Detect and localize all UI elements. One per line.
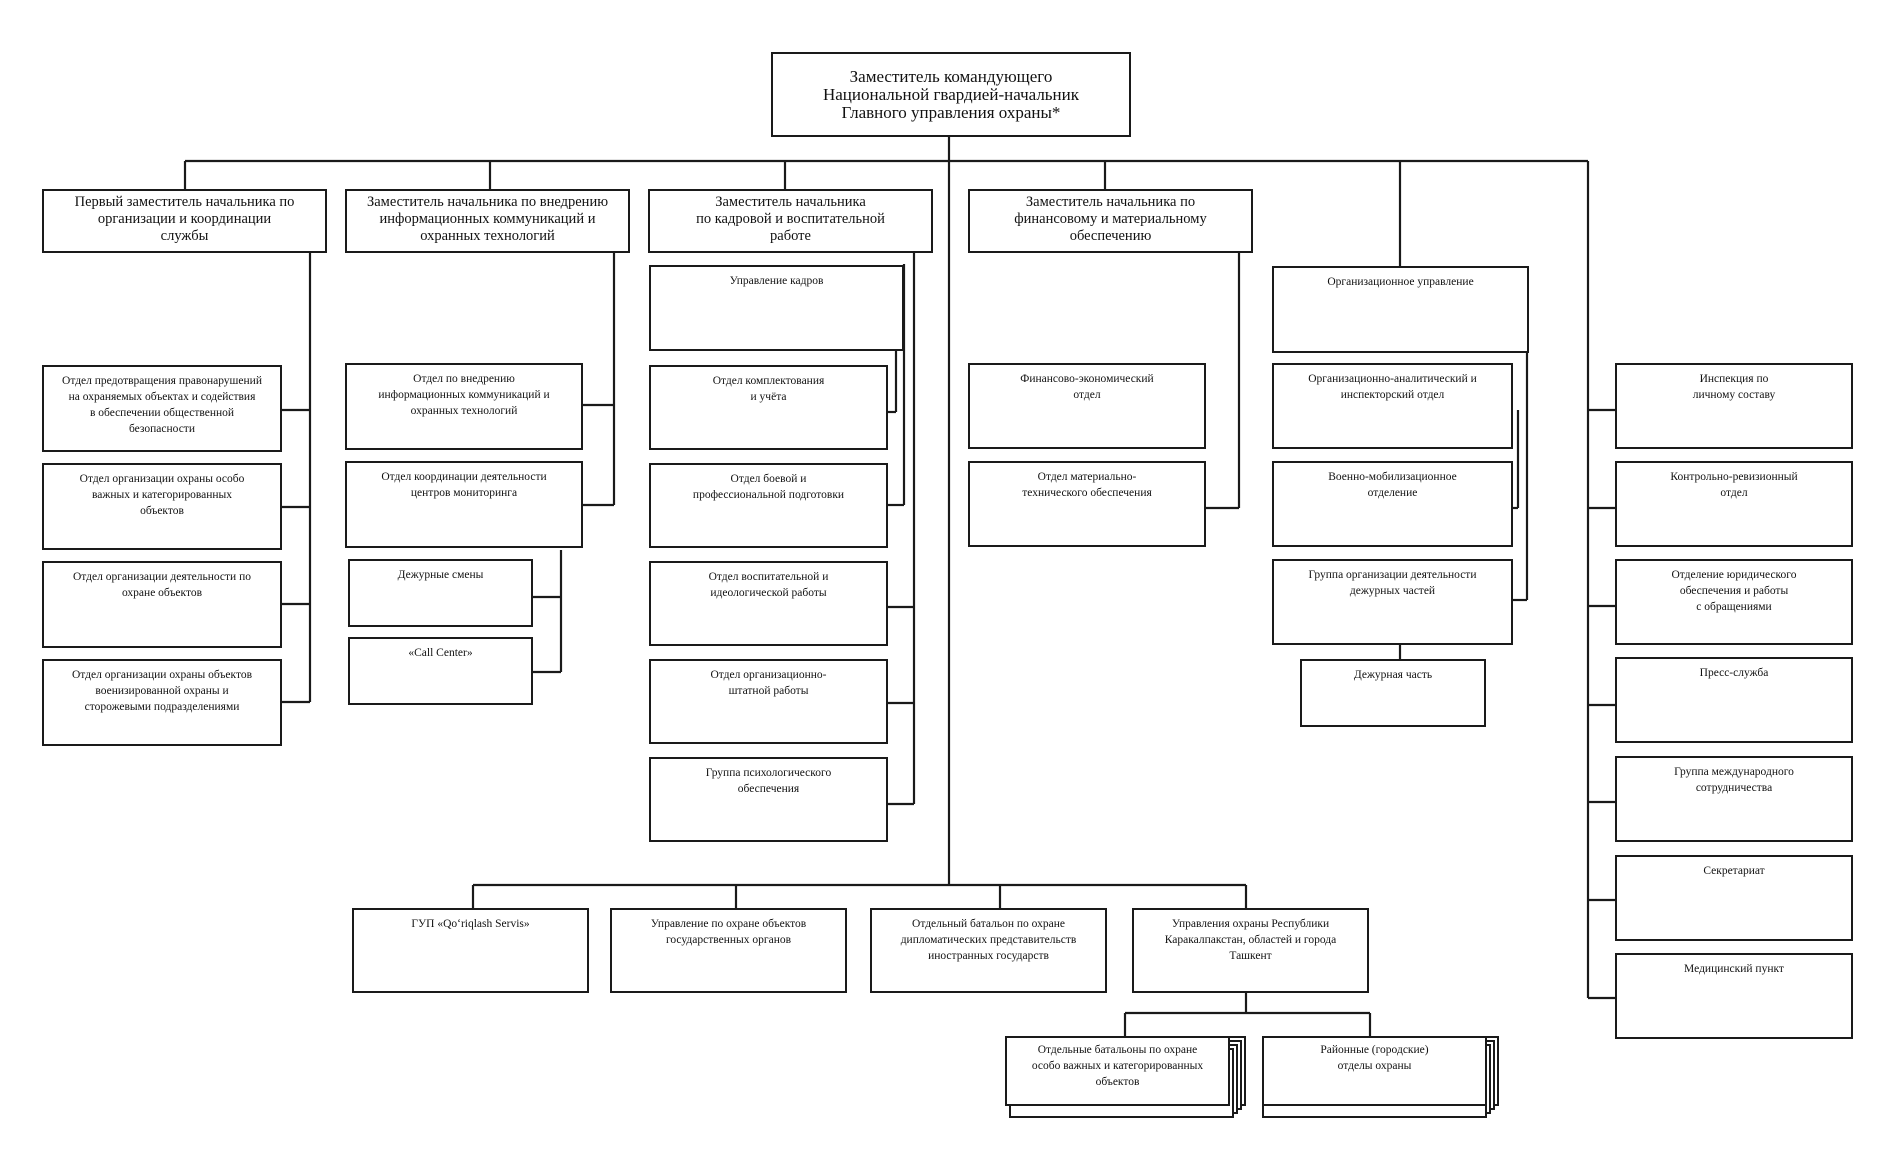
deputy-finance-material: Заместитель начальника по финансовому и … — [968, 189, 1253, 253]
unit-recruitment: Отдел комплектования и учёта — [649, 365, 888, 450]
unit-logistics: Отдел материально- технического обеспече… — [968, 461, 1206, 547]
unit-personnel-department: Управление кадров — [649, 265, 904, 351]
unit-object-protection: Отдел организации деятельности по охране… — [42, 561, 282, 648]
unit-diplomatic-battalion: Отдельный батальон по охране дипломатиче… — [870, 908, 1107, 993]
root-box: Заместитель командующего Национальной гв… — [771, 52, 1131, 137]
unit-duty-units-group: Группа организации деятельности дежурных… — [1272, 559, 1513, 645]
unit-staffing: Отдел организационно- штатной работы — [649, 659, 888, 744]
unit-international-cooperation: Группа международного сотрудничества — [1615, 756, 1853, 842]
deputy-information-technology: Заместитель начальника по внедрению инфо… — [345, 189, 630, 253]
unit-state-bodies-protection: Управление по охране объектов государств… — [610, 908, 847, 993]
unit-medical-post: Медицинский пункт — [1615, 953, 1853, 1039]
unit-analytical-inspection: Организационно-аналитический и инспектор… — [1272, 363, 1513, 449]
unit-finance-economic: Финансово-экономический отдел — [968, 363, 1206, 449]
unit-district-departments: Районные (городские) отделы охраны — [1262, 1036, 1487, 1106]
unit-separate-battalions: Отдельные батальоны по охране особо важн… — [1005, 1036, 1230, 1106]
unit-audit: Контрольно-ревизионный отдел — [1615, 461, 1853, 547]
unit-duty-shifts: Дежурные смены — [348, 559, 533, 627]
unit-duty-unit: Дежурная часть — [1300, 659, 1486, 727]
unit-paramilitary-guard: Отдел организации охраны объектов воениз… — [42, 659, 282, 746]
unit-info-communications: Отдел по внедрению информационных коммун… — [345, 363, 583, 450]
unit-regional-protection: Управления охраны Республики Каракалпакс… — [1132, 908, 1369, 993]
unit-legal-appeals: Отделение юридического обеспечения и раб… — [1615, 559, 1853, 645]
unit-offense-prevention: Отдел предотвращения правонарушений на о… — [42, 365, 282, 452]
unit-qoriqlash-servis: ГУП «Qo‘riqlash Servis» — [352, 908, 589, 993]
unit-combat-training: Отдел боевой и профессиональной подготов… — [649, 463, 888, 548]
deputy-organization-coordination: Первый заместитель начальника по организ… — [42, 189, 327, 253]
org-department: Организационное управление — [1272, 266, 1529, 353]
unit-psychological-support: Группа психологического обеспечения — [649, 757, 888, 842]
unit-personnel-inspection: Инспекция по личному составу — [1615, 363, 1853, 449]
unit-ideological-work: Отдел воспитательной и идеологической ра… — [649, 561, 888, 646]
unit-mobilization: Военно-мобилизационное отделение — [1272, 461, 1513, 547]
unit-secretariat: Секретариат — [1615, 855, 1853, 941]
deputy-personnel-education: Заместитель начальника по кадровой и вос… — [648, 189, 933, 253]
unit-call-center: «Call Center» — [348, 637, 533, 705]
unit-important-objects: Отдел организации охраны особо важных и … — [42, 463, 282, 550]
unit-monitoring-centers: Отдел координации деятельности центров м… — [345, 461, 583, 548]
unit-press-service: Пресс-служба — [1615, 657, 1853, 743]
